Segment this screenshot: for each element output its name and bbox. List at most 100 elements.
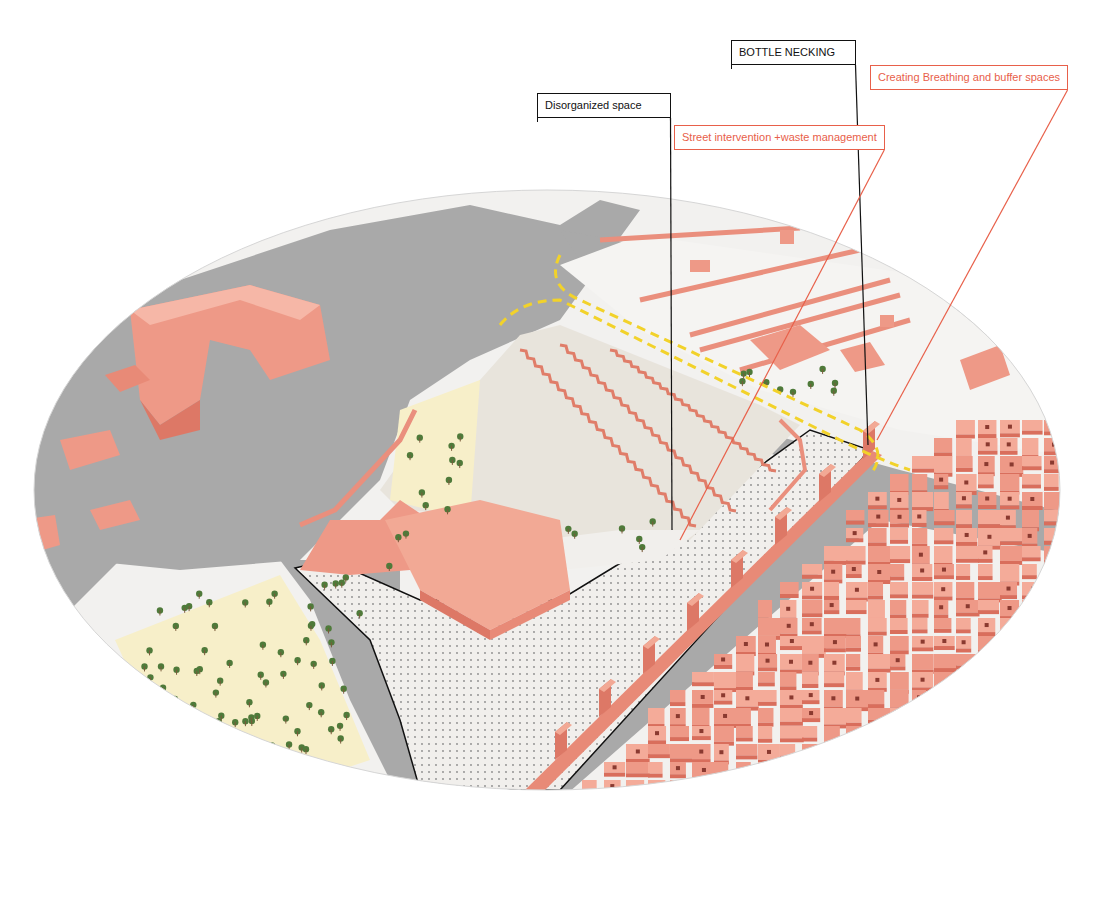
city-block xyxy=(890,564,904,576)
city-block xyxy=(824,648,846,652)
city-block xyxy=(868,744,884,759)
city-block xyxy=(868,812,885,816)
palm-trunk xyxy=(835,383,836,388)
courtyard xyxy=(1053,711,1057,715)
city-block xyxy=(1044,521,1066,525)
palm-trunk xyxy=(271,745,272,750)
palm-trunk xyxy=(340,739,341,744)
city-block xyxy=(780,793,795,797)
city-block xyxy=(1044,600,1065,612)
city-block xyxy=(1000,780,1015,794)
city-block xyxy=(846,564,862,574)
city-block xyxy=(1066,762,1089,772)
callout-box: BOTTLE NECKING xyxy=(731,40,856,65)
city-block xyxy=(934,793,951,797)
city-block xyxy=(912,469,936,473)
city-block xyxy=(582,809,601,813)
city-block xyxy=(1000,492,1019,505)
city-block xyxy=(1088,737,1094,741)
city-block xyxy=(1044,654,1060,658)
city-block xyxy=(1088,470,1094,474)
city-block xyxy=(1044,810,1062,814)
palm-trunk xyxy=(257,716,258,721)
city-block xyxy=(824,762,844,773)
city-block xyxy=(1088,593,1094,597)
city-block xyxy=(1022,666,1042,670)
city-block xyxy=(934,646,955,650)
city-block xyxy=(1022,456,1042,466)
palm-trunk xyxy=(460,436,461,441)
palm-trunk xyxy=(167,745,168,750)
city-block xyxy=(758,708,773,723)
city-block xyxy=(1044,612,1065,616)
city-block xyxy=(868,743,889,747)
city-block xyxy=(912,791,932,795)
city-block xyxy=(978,672,994,685)
city-block xyxy=(736,762,751,778)
city-block xyxy=(1066,813,1087,817)
city-block xyxy=(802,762,816,774)
city-block xyxy=(890,650,909,654)
city-block xyxy=(868,726,889,743)
city-block xyxy=(956,559,979,563)
city-block xyxy=(934,521,955,525)
city-block xyxy=(934,540,953,544)
city-block xyxy=(670,798,690,808)
city-block xyxy=(890,559,910,563)
city-block xyxy=(1044,431,1065,435)
palm-trunk xyxy=(161,666,162,671)
city-block xyxy=(1000,456,1023,473)
city-block xyxy=(1044,528,1061,541)
city-block xyxy=(1088,456,1094,470)
city-block xyxy=(978,708,1001,724)
courtyard xyxy=(922,801,926,805)
city-block xyxy=(956,629,971,633)
city-block xyxy=(780,672,796,686)
city-block xyxy=(956,648,971,652)
city-block xyxy=(1066,794,1090,798)
city-block xyxy=(1066,798,1087,813)
city-block xyxy=(802,759,826,763)
courtyard xyxy=(943,768,947,772)
city-block xyxy=(978,456,995,472)
city-block xyxy=(758,618,780,636)
palm-trunk xyxy=(331,642,332,647)
courtyard xyxy=(942,568,946,572)
courtyard xyxy=(942,639,946,643)
city-block xyxy=(1066,738,1086,742)
city-block xyxy=(890,618,908,630)
city-block xyxy=(758,690,777,702)
palm-trunk xyxy=(245,602,246,607)
city-block xyxy=(978,492,996,505)
city-block xyxy=(1066,492,1085,508)
city-block xyxy=(978,564,993,576)
city-block xyxy=(912,705,926,709)
city-block xyxy=(1022,737,1037,741)
city-block xyxy=(824,636,846,648)
palm-tree xyxy=(164,725,170,731)
city-block xyxy=(934,780,951,793)
courtyard xyxy=(1074,730,1078,734)
courtyard xyxy=(767,803,771,807)
city-block xyxy=(912,798,935,809)
city-block xyxy=(824,672,844,683)
courtyard xyxy=(940,801,944,805)
callout-text: Street intervention +waste management xyxy=(682,131,877,144)
palm-trunk xyxy=(321,685,322,690)
palm-trunk xyxy=(285,719,286,724)
city-block xyxy=(692,798,707,814)
city-block xyxy=(956,798,980,811)
courtyard xyxy=(920,568,924,572)
city-block xyxy=(802,582,822,595)
city-block xyxy=(978,434,996,438)
city-block xyxy=(1066,510,1089,525)
city-block xyxy=(956,546,979,559)
city-block xyxy=(1088,510,1094,514)
city-block xyxy=(956,672,975,684)
city-block xyxy=(626,815,641,819)
city-block xyxy=(868,546,890,562)
city-block xyxy=(780,690,803,705)
courtyard xyxy=(632,805,636,809)
city-block xyxy=(692,736,711,740)
courtyard xyxy=(833,640,837,644)
